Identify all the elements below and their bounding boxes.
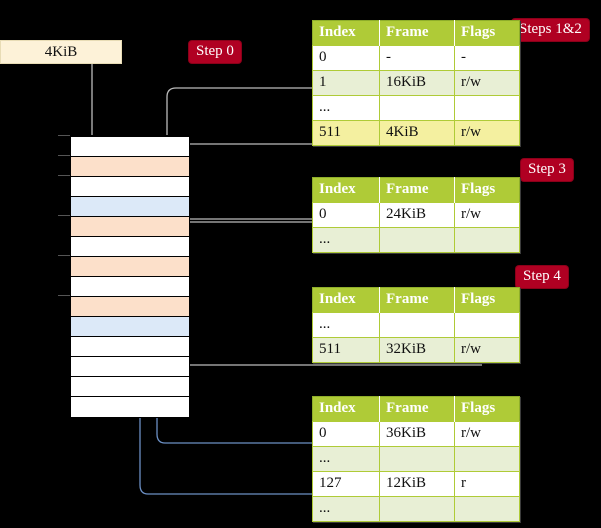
column-header-flags: Flags <box>454 20 520 46</box>
table-cell-frame: 32KiB <box>379 337 455 363</box>
physical-memory-column <box>70 135 190 418</box>
table-cell-flags: - <box>454 45 520 71</box>
column-header-flags: Flags <box>454 177 520 203</box>
column-header-index: Index <box>312 20 380 46</box>
badge-step-0: Step 0 <box>189 41 241 63</box>
table-cell-frame <box>379 312 455 338</box>
memory-frame-row <box>71 277 189 297</box>
column-header-index: Index <box>312 396 380 422</box>
table-cell-index: ... <box>312 95 380 121</box>
table-cell-frame: 16KiB <box>379 70 455 96</box>
column-header-frame: Frame <box>379 287 455 313</box>
column-header-flags: Flags <box>454 396 520 422</box>
badge-step-4: Step 4 <box>516 266 568 288</box>
table-cell-flags <box>454 446 520 472</box>
memory-frame-row <box>71 137 189 157</box>
table-cell-index: ... <box>312 446 380 472</box>
table-cell-flags <box>454 227 520 253</box>
memory-frame-row <box>71 357 189 377</box>
table-cell-flags: r/w <box>454 337 520 363</box>
table-cell-flags: r/w <box>454 120 520 146</box>
memory-frame-row <box>71 377 189 397</box>
table-cell-flags: r/w <box>454 421 520 447</box>
badge-steps-1-2: Steps 1&2 <box>512 19 589 41</box>
badge-step-3: Step 3 <box>521 159 573 181</box>
memory-frame-row <box>71 297 189 317</box>
table-cell-index: ... <box>312 496 380 522</box>
memory-frame-row <box>71 317 189 337</box>
column-header-flags: Flags <box>454 287 520 313</box>
table-row: ... <box>312 95 520 121</box>
table-cell-frame <box>379 227 455 253</box>
table-cell-frame: - <box>379 45 455 71</box>
table-cell-flags <box>454 312 520 338</box>
table-row: 0-- <box>312 45 520 71</box>
memory-frame-row <box>71 337 189 357</box>
page-box-label: 4KiB <box>44 44 78 60</box>
table-cell-frame: 4KiB <box>379 120 455 146</box>
column-header-frame: Frame <box>379 396 455 422</box>
column-header-frame: Frame <box>379 177 455 203</box>
column-header-index: Index <box>312 287 380 313</box>
table-cell-flags: r/w <box>454 70 520 96</box>
table-cell-index: ... <box>312 227 380 253</box>
memory-frame-row <box>71 157 189 177</box>
table-cell-index: 0 <box>312 202 380 228</box>
table-row: ... <box>312 312 520 338</box>
page-box-4kib: 4KiB <box>0 40 122 64</box>
table-cell-frame <box>379 95 455 121</box>
memory-tick <box>58 175 70 176</box>
table-cell-index: 1 <box>312 70 380 96</box>
table-cell-frame: 36KiB <box>379 421 455 447</box>
table-cell-frame <box>379 446 455 472</box>
table-cell-flags <box>454 496 520 522</box>
table-cell-index: 0 <box>312 421 380 447</box>
column-header-frame: Frame <box>379 20 455 46</box>
table-cell-frame: 12KiB <box>379 471 455 497</box>
table-cell-index: 0 <box>312 45 380 71</box>
table-row: ... <box>312 446 520 472</box>
memory-tick <box>58 215 70 216</box>
table-row: ... <box>312 227 520 253</box>
memory-frame-row <box>71 257 189 277</box>
memory-tick <box>58 135 70 136</box>
badge-step-3-label: Step 3 <box>528 161 566 177</box>
table-cell-flags: r <box>454 471 520 497</box>
badge-step-4-label: Step 4 <box>523 268 561 284</box>
badge-steps-1-2-label: Steps 1&2 <box>519 21 582 37</box>
table-cell-index: 127 <box>312 471 380 497</box>
memory-tick <box>58 255 70 256</box>
memory-frame-row <box>71 217 189 237</box>
table-cell-flags <box>454 95 520 121</box>
memory-tick <box>58 295 70 296</box>
memory-tick <box>58 155 70 156</box>
badge-step-0-label: Step 0 <box>196 43 234 59</box>
table-cell-frame: 24KiB <box>379 202 455 228</box>
table-cell-index: 511 <box>312 337 380 363</box>
table-cell-index: ... <box>312 312 380 338</box>
memory-frame-row <box>71 177 189 197</box>
memory-frame-row <box>71 237 189 257</box>
column-header-index: Index <box>312 177 380 203</box>
table-cell-index: 511 <box>312 120 380 146</box>
memory-frame-row <box>71 397 189 417</box>
memory-frame-row <box>71 197 189 217</box>
table-cell-frame <box>379 496 455 522</box>
table-row: ... <box>312 496 520 522</box>
table-cell-flags: r/w <box>454 202 520 228</box>
